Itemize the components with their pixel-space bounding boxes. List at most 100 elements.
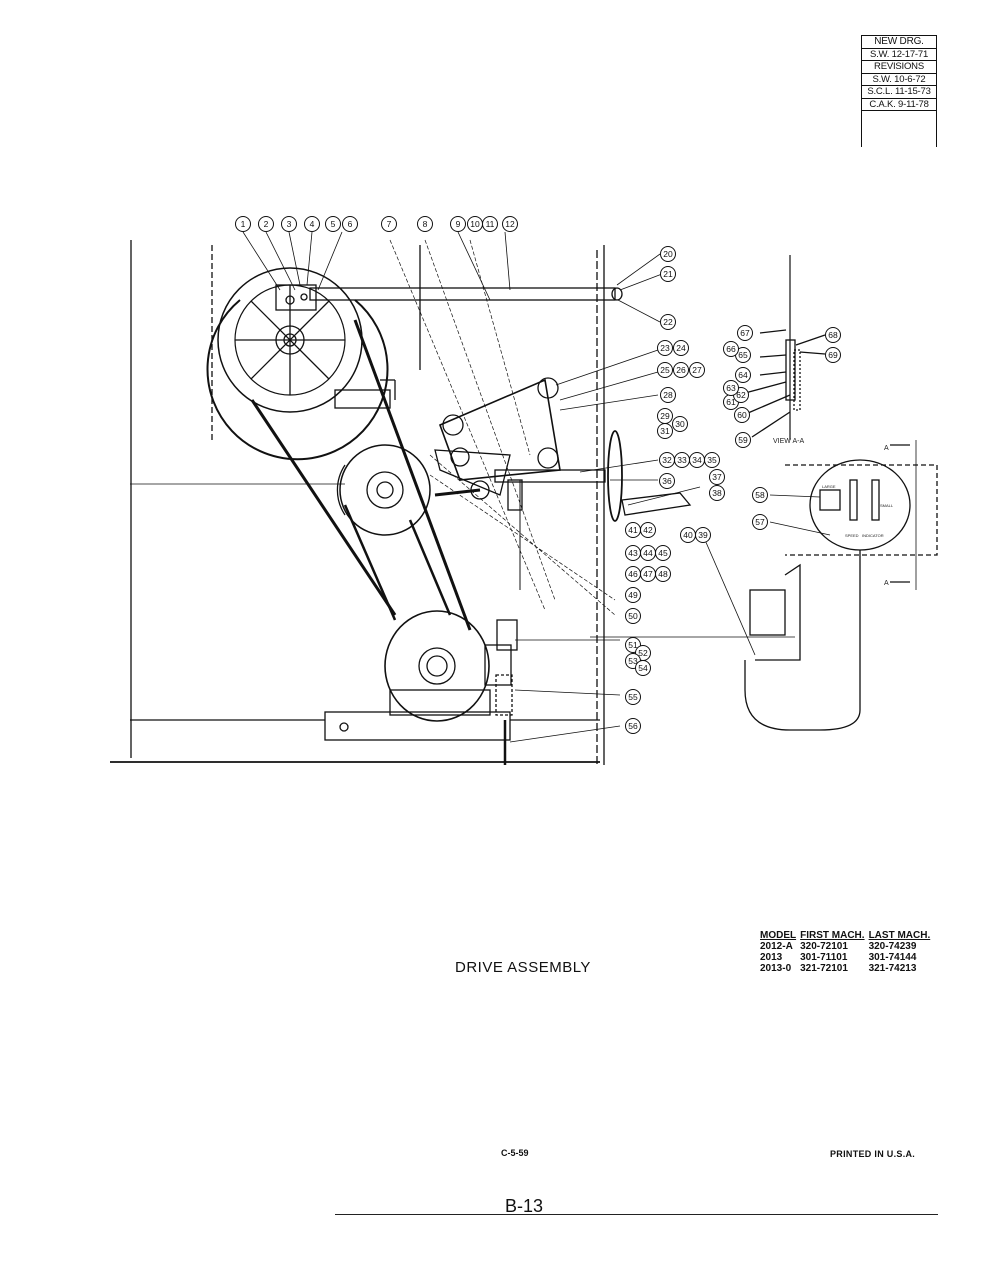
svg-text:29: 29 xyxy=(660,411,670,421)
svg-text:63: 63 xyxy=(726,383,736,393)
callout-6: 6 xyxy=(342,216,358,232)
bottom-rule xyxy=(335,1214,938,1215)
callout-47: 47 xyxy=(640,566,656,582)
svg-text:60: 60 xyxy=(737,410,747,420)
drawing-code: C-5-59 xyxy=(501,1148,529,1158)
callout-7: 7 xyxy=(381,216,397,232)
svg-text:62: 62 xyxy=(736,390,746,400)
handwheel-handle xyxy=(621,492,692,516)
callout-63: 63 xyxy=(723,380,739,396)
callout-40: 40 xyxy=(680,527,696,543)
printed-note: PRINTED IN U.S.A. xyxy=(830,1149,916,1159)
callout-1: 1 xyxy=(235,216,251,232)
callout-8: 8 xyxy=(417,216,433,232)
first-mach-header: FIRST MACH. xyxy=(800,930,865,941)
first-mach-cell: 301-71101 xyxy=(800,952,848,963)
svg-text:35: 35 xyxy=(707,455,717,465)
svg-text:37: 37 xyxy=(712,472,722,482)
callout-42: 42 xyxy=(640,522,656,538)
callout-55: 55 xyxy=(625,689,641,705)
top-rod xyxy=(309,287,616,301)
dashed-leaders xyxy=(389,239,616,616)
svg-text:4: 4 xyxy=(310,219,315,229)
svg-text:2: 2 xyxy=(264,219,269,229)
callout-11: 11 xyxy=(482,216,498,232)
callout-58: 58 xyxy=(752,487,768,503)
last-mach-header: LAST MACH. xyxy=(868,930,931,941)
svg-text:55: 55 xyxy=(628,692,638,702)
callout-21: 21 xyxy=(660,266,676,282)
svg-text:1: 1 xyxy=(241,219,246,229)
callout-67: 67 xyxy=(737,325,753,341)
callout-46: 46 xyxy=(625,566,641,582)
svg-text:30: 30 xyxy=(675,419,685,429)
svg-text:11: 11 xyxy=(486,219,495,229)
svg-text:33: 33 xyxy=(677,455,687,465)
motor-pulley xyxy=(384,610,512,722)
model-table: MODEL FIRST MACH. LAST MACH. 2012-A 320-… xyxy=(760,930,934,974)
adjusting-shaft xyxy=(494,469,606,483)
callout-20: 20 xyxy=(660,246,676,262)
svg-text:67: 67 xyxy=(740,328,750,338)
belt-right xyxy=(353,319,472,631)
svg-text:58: 58 xyxy=(755,490,765,500)
svg-text:25: 25 xyxy=(660,365,670,375)
callout-38: 38 xyxy=(709,485,725,501)
callout-34: 34 xyxy=(689,452,705,468)
svg-text:34: 34 xyxy=(692,455,702,465)
callout-26: 26 xyxy=(673,362,689,378)
callout-24: 24 xyxy=(673,340,689,356)
model-cell: 2013-0 xyxy=(760,963,792,974)
svg-text:56: 56 xyxy=(628,721,638,731)
svg-text:8: 8 xyxy=(423,219,428,229)
section-a-top: A xyxy=(884,445,889,452)
idler-roller-3 xyxy=(537,447,559,469)
callout-32: 32 xyxy=(659,452,675,468)
base-bracket xyxy=(324,711,511,741)
callout-37: 37 xyxy=(709,469,725,485)
callout-50: 50 xyxy=(625,608,641,624)
svg-text:24: 24 xyxy=(676,343,686,353)
callout-64: 64 xyxy=(735,367,751,383)
belt-left xyxy=(250,399,397,616)
air-cylinder xyxy=(334,389,391,409)
solenoid xyxy=(496,619,518,651)
svg-text:23: 23 xyxy=(660,343,670,353)
svg-text:51: 51 xyxy=(628,640,638,650)
svg-text:61: 61 xyxy=(726,397,736,407)
view-a-a xyxy=(744,255,826,440)
callout-56: 56 xyxy=(625,718,641,734)
callout-49: 49 xyxy=(625,587,641,603)
last-mach-cell: 320-74239 xyxy=(868,941,917,952)
callout-35: 35 xyxy=(704,452,720,468)
svg-text:39: 39 xyxy=(698,530,708,540)
svg-text:6: 6 xyxy=(348,219,353,229)
svg-text:41: 41 xyxy=(628,525,638,535)
first-mach-cell: 320-72101 xyxy=(800,941,848,952)
svg-text:28: 28 xyxy=(663,390,673,400)
rev-row: REVISIONS xyxy=(862,61,936,74)
model-cell: 2013 xyxy=(760,952,783,963)
svg-text:5: 5 xyxy=(331,219,336,229)
svg-text:52: 52 xyxy=(638,648,648,658)
svg-text:50: 50 xyxy=(628,611,638,621)
svg-text:31: 31 xyxy=(660,426,670,436)
svg-text:66: 66 xyxy=(726,344,736,354)
callout-68: 68 xyxy=(825,327,841,343)
solenoid-bracket xyxy=(495,674,513,716)
svg-text:10: 10 xyxy=(470,219,480,229)
svg-text:12: 12 xyxy=(505,219,515,229)
view-label: VIEW A-A xyxy=(773,438,804,445)
rev-row: S.W. 10-6-72 xyxy=(862,74,936,86)
svg-text:42: 42 xyxy=(643,525,653,535)
svg-text:32: 32 xyxy=(662,455,672,465)
callout-9: 9 xyxy=(450,216,466,232)
callout-44: 44 xyxy=(640,545,656,561)
svg-text:54: 54 xyxy=(638,663,648,673)
model-header: MODEL xyxy=(760,930,797,941)
top-pulley xyxy=(206,267,389,461)
callout-28: 28 xyxy=(660,387,676,403)
indicator-cable xyxy=(744,550,861,731)
callout-41: 41 xyxy=(625,522,641,538)
svg-text:49: 49 xyxy=(628,590,638,600)
